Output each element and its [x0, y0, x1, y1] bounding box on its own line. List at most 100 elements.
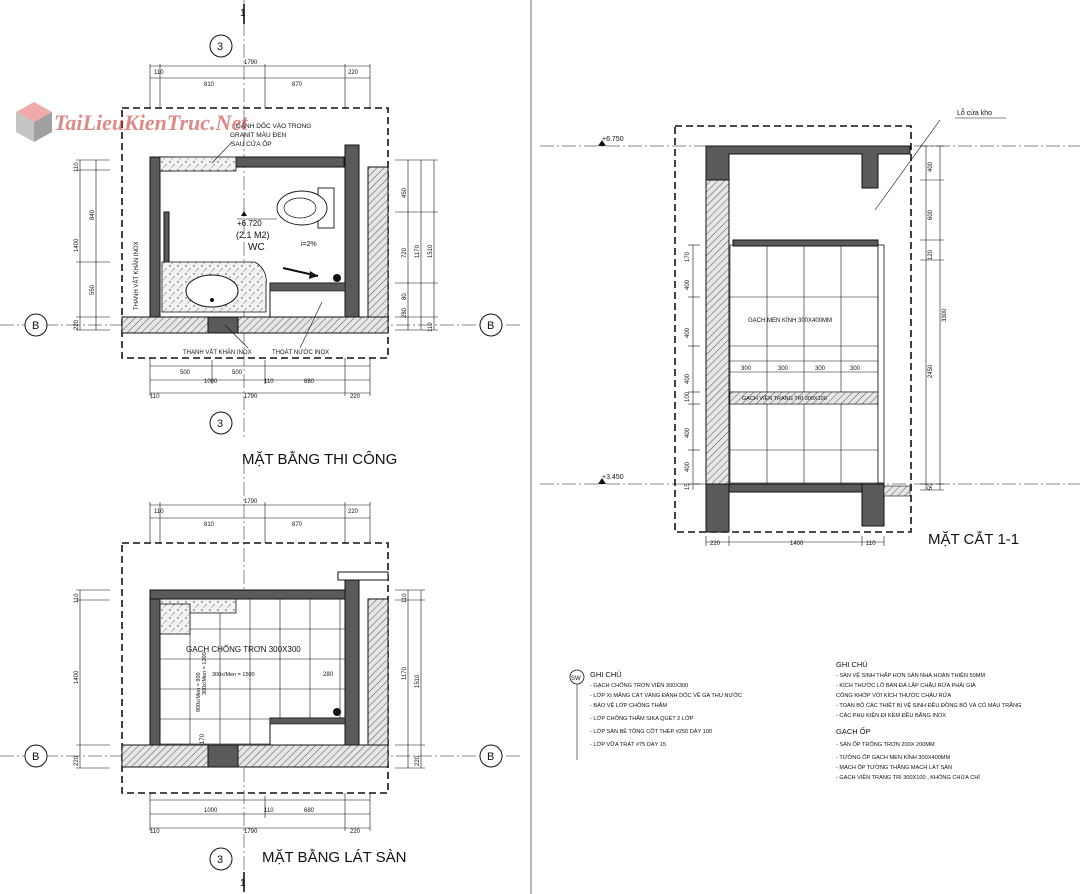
section-dim-bot-2: 110	[866, 541, 876, 547]
section-beam-bottom	[861, 483, 885, 527]
logo-text: TaiLieuKienTruc.Net	[54, 110, 248, 135]
granite-label-line2: GRANIT MÀU ĐEN	[230, 130, 287, 139]
granite-label-line3: SAU CỬA ỐP	[231, 138, 272, 148]
plan1-dim-bot-total: 1790	[244, 394, 258, 400]
plan1-dim-top-total: 1790	[244, 60, 258, 66]
room-level: +6.720	[237, 219, 262, 228]
tile-label: GẠCH CHỐNG TRƠN 300X300	[186, 644, 301, 654]
plan1-dim-top-3: 220	[348, 70, 359, 76]
section-1-1: Lỗ cửa kho +6.750 +3.450 400 600 120 330…	[540, 108, 1080, 547]
plan1-dim-bot-110: 110	[150, 394, 160, 400]
tile-1200: 300x/Men = 1200	[202, 652, 208, 695]
plan1-dim-bot-220: 220	[350, 394, 361, 400]
plan2-door-jamb	[207, 744, 239, 768]
section-dim-bot-1: 1400	[790, 541, 804, 547]
plan1-dim-top-0: 110	[154, 70, 164, 76]
toilet-seat	[283, 197, 317, 219]
basin-drain	[210, 298, 214, 302]
plan1-wall-top	[235, 156, 345, 168]
plan2-dim-right-2: 1510	[415, 674, 421, 688]
grid-bubble-3-lower-label: 3	[217, 854, 223, 866]
plan2-dim-left-2: 220	[74, 755, 80, 766]
section-dim-left-4: 100	[685, 391, 691, 402]
notes-right-title: GHI CHÚ	[836, 660, 868, 669]
plan2-dim-top-0: 110	[154, 509, 164, 515]
notes-left-line: - BẢO VỆ LỚP CHỐNG THẤM	[590, 703, 668, 709]
notes-right-line2: - MẠCH ỐP TƯỜNG THẲNG MẠCH LÁT SÀN	[836, 765, 953, 771]
notes-left-list: - GẠCH CHỐNG TRƠN VIÊN 300X300 - LỚP XI …	[590, 681, 742, 750]
notes-right-list2: - SÀN ỐP TRỐNG TRƠN 200X 200MM - TƯỜNG Ố…	[836, 740, 1021, 783]
plan2-dimension-lines	[76, 502, 425, 831]
section-dim-right-3: 3300	[942, 308, 948, 322]
section-outline	[674, 125, 912, 533]
notes-right-line: - SÀN VỆ SINH THẤP HƠN SÀN NHÀ HOÀN THIỆ…	[836, 673, 986, 679]
notes-right-line: - TOÀN BỘ CÁC THIẾT BỊ VỆ SINH ĐỀU ĐỒNG …	[836, 703, 1022, 709]
plan1-dim-top-1: 810	[204, 82, 215, 88]
notes-right-line2: - GẠCH VIỀN TRANG TRÍ 300X100 , KHÔNG CH…	[836, 775, 980, 781]
slope-arrow-head	[309, 271, 318, 279]
drain-leader	[299, 301, 323, 349]
grid-bubble-3-top-label: 3	[217, 41, 223, 53]
section-dim-right-1: 600	[928, 209, 934, 220]
title-construction-plan: MẶT BẰNG THI CÔNG	[242, 451, 398, 468]
plan2-floor-drain	[333, 708, 341, 716]
grid-bubble-3-bottom-label: 3	[217, 418, 223, 430]
notes-left-line: - LỚP XI MĂNG CÁT VÀNG ĐÁNH DỐC VỀ GA TH…	[590, 693, 743, 699]
grid-bubble-3-lower	[209, 847, 233, 871]
watermark-logo: TaiLieuKienTruc.Net	[14, 100, 274, 150]
notes-left-title: GHI CHÚ	[590, 670, 622, 679]
shower-curb	[269, 282, 346, 292]
notes-right-line2: - SÀN ỐP TRỐNG TRƠN 200X 200MM	[836, 742, 935, 748]
opening-leader	[874, 119, 941, 211]
grid-bubble-b-right-label: B	[487, 320, 494, 332]
plan1-dim-right-4: 80	[402, 293, 408, 300]
plan2-dim-right-0: 110	[402, 593, 408, 603]
plan1-dim-left-1: 840	[90, 209, 96, 220]
section-mark-top-label: 1	[240, 8, 246, 19]
drain-label: THOÁT NƯỚC INOX	[272, 349, 329, 356]
notes-right-line: - KÍCH THƯỚC LỖ BÀN ĐÁ LẮP CHẬU RỬA PHẢI…	[836, 683, 976, 689]
floor-drain	[333, 274, 341, 282]
section-dim-bot-0: 220	[710, 541, 721, 547]
grid-bubble-b-right	[479, 313, 503, 337]
plan-flooring: 1790 110 810 870 220 110 1400 220 110 11…	[0, 460, 520, 894]
plan-construction: 110 810 870 220 1790 500 500 110 680 100…	[0, 0, 520, 440]
section-tile-label: GẠCH MEN KÍNH 300X400MM	[748, 317, 832, 324]
title-flooring-plan: MẶT BẰNG LÁT SÀN	[262, 849, 407, 866]
plan1-dim-top-2: 870	[292, 82, 303, 88]
section-floor-edge	[883, 485, 911, 497]
plan1-grid-bubbles: 3 3 B B 1	[24, 4, 503, 435]
notes-right-list: - SÀN VỆ SINH THẤP HƠN SÀN NHÀ HOÀN THIỆ…	[836, 671, 1021, 721]
plan2-dim-bot-c0: 110	[150, 829, 160, 835]
towel-bar-side-label: THANH VẮT KHĂN INOX	[132, 241, 140, 310]
granite-leader	[211, 141, 233, 164]
section-tile-w-3: 300	[850, 366, 861, 372]
plan2-wall-right	[344, 579, 360, 746]
plan1-dim-left-3: 550	[90, 284, 96, 295]
plan2-dim-left-1: 1400	[74, 670, 80, 684]
grid-bubble-b-left-2	[24, 744, 48, 768]
section-dim-left-2: 400	[685, 327, 691, 338]
plan1-dim-left-4: 220	[74, 319, 80, 330]
level-top: +6.750	[602, 136, 624, 143]
granite-sill	[159, 156, 237, 172]
tile-1500: 300x/Men = 1500	[212, 672, 255, 678]
plan2-granite-corner	[159, 603, 191, 635]
grid-bubble-3-bottom	[209, 411, 233, 435]
notes-left: GHI CHÚ - GẠCH CHỐNG TRƠN VIÊN 300X300 -…	[590, 670, 742, 750]
washbasin	[185, 274, 239, 308]
grid-bubble-b-right-2-label: B	[487, 751, 494, 763]
section-dim-left-3: 400	[685, 373, 691, 384]
section-dimension-lines	[688, 145, 944, 546]
section-dim-left-0: 170	[685, 251, 691, 262]
section-dim-left-7: 15	[685, 483, 691, 490]
plan2-shower-curb	[269, 717, 346, 725]
section-dim-right-2: 120	[928, 249, 934, 260]
plan1-wall-right	[344, 144, 360, 318]
plan1-dim-left-0: 110	[74, 162, 80, 172]
plan2-wall-cap	[337, 571, 389, 581]
notes-left-line: - LỚP SÀN BÊ TÔNG CỐT THÉP #250 DÀY 100	[590, 729, 713, 735]
plan1-dim-bot-1000: 1000	[204, 379, 218, 385]
section-floor-slab	[728, 483, 863, 493]
